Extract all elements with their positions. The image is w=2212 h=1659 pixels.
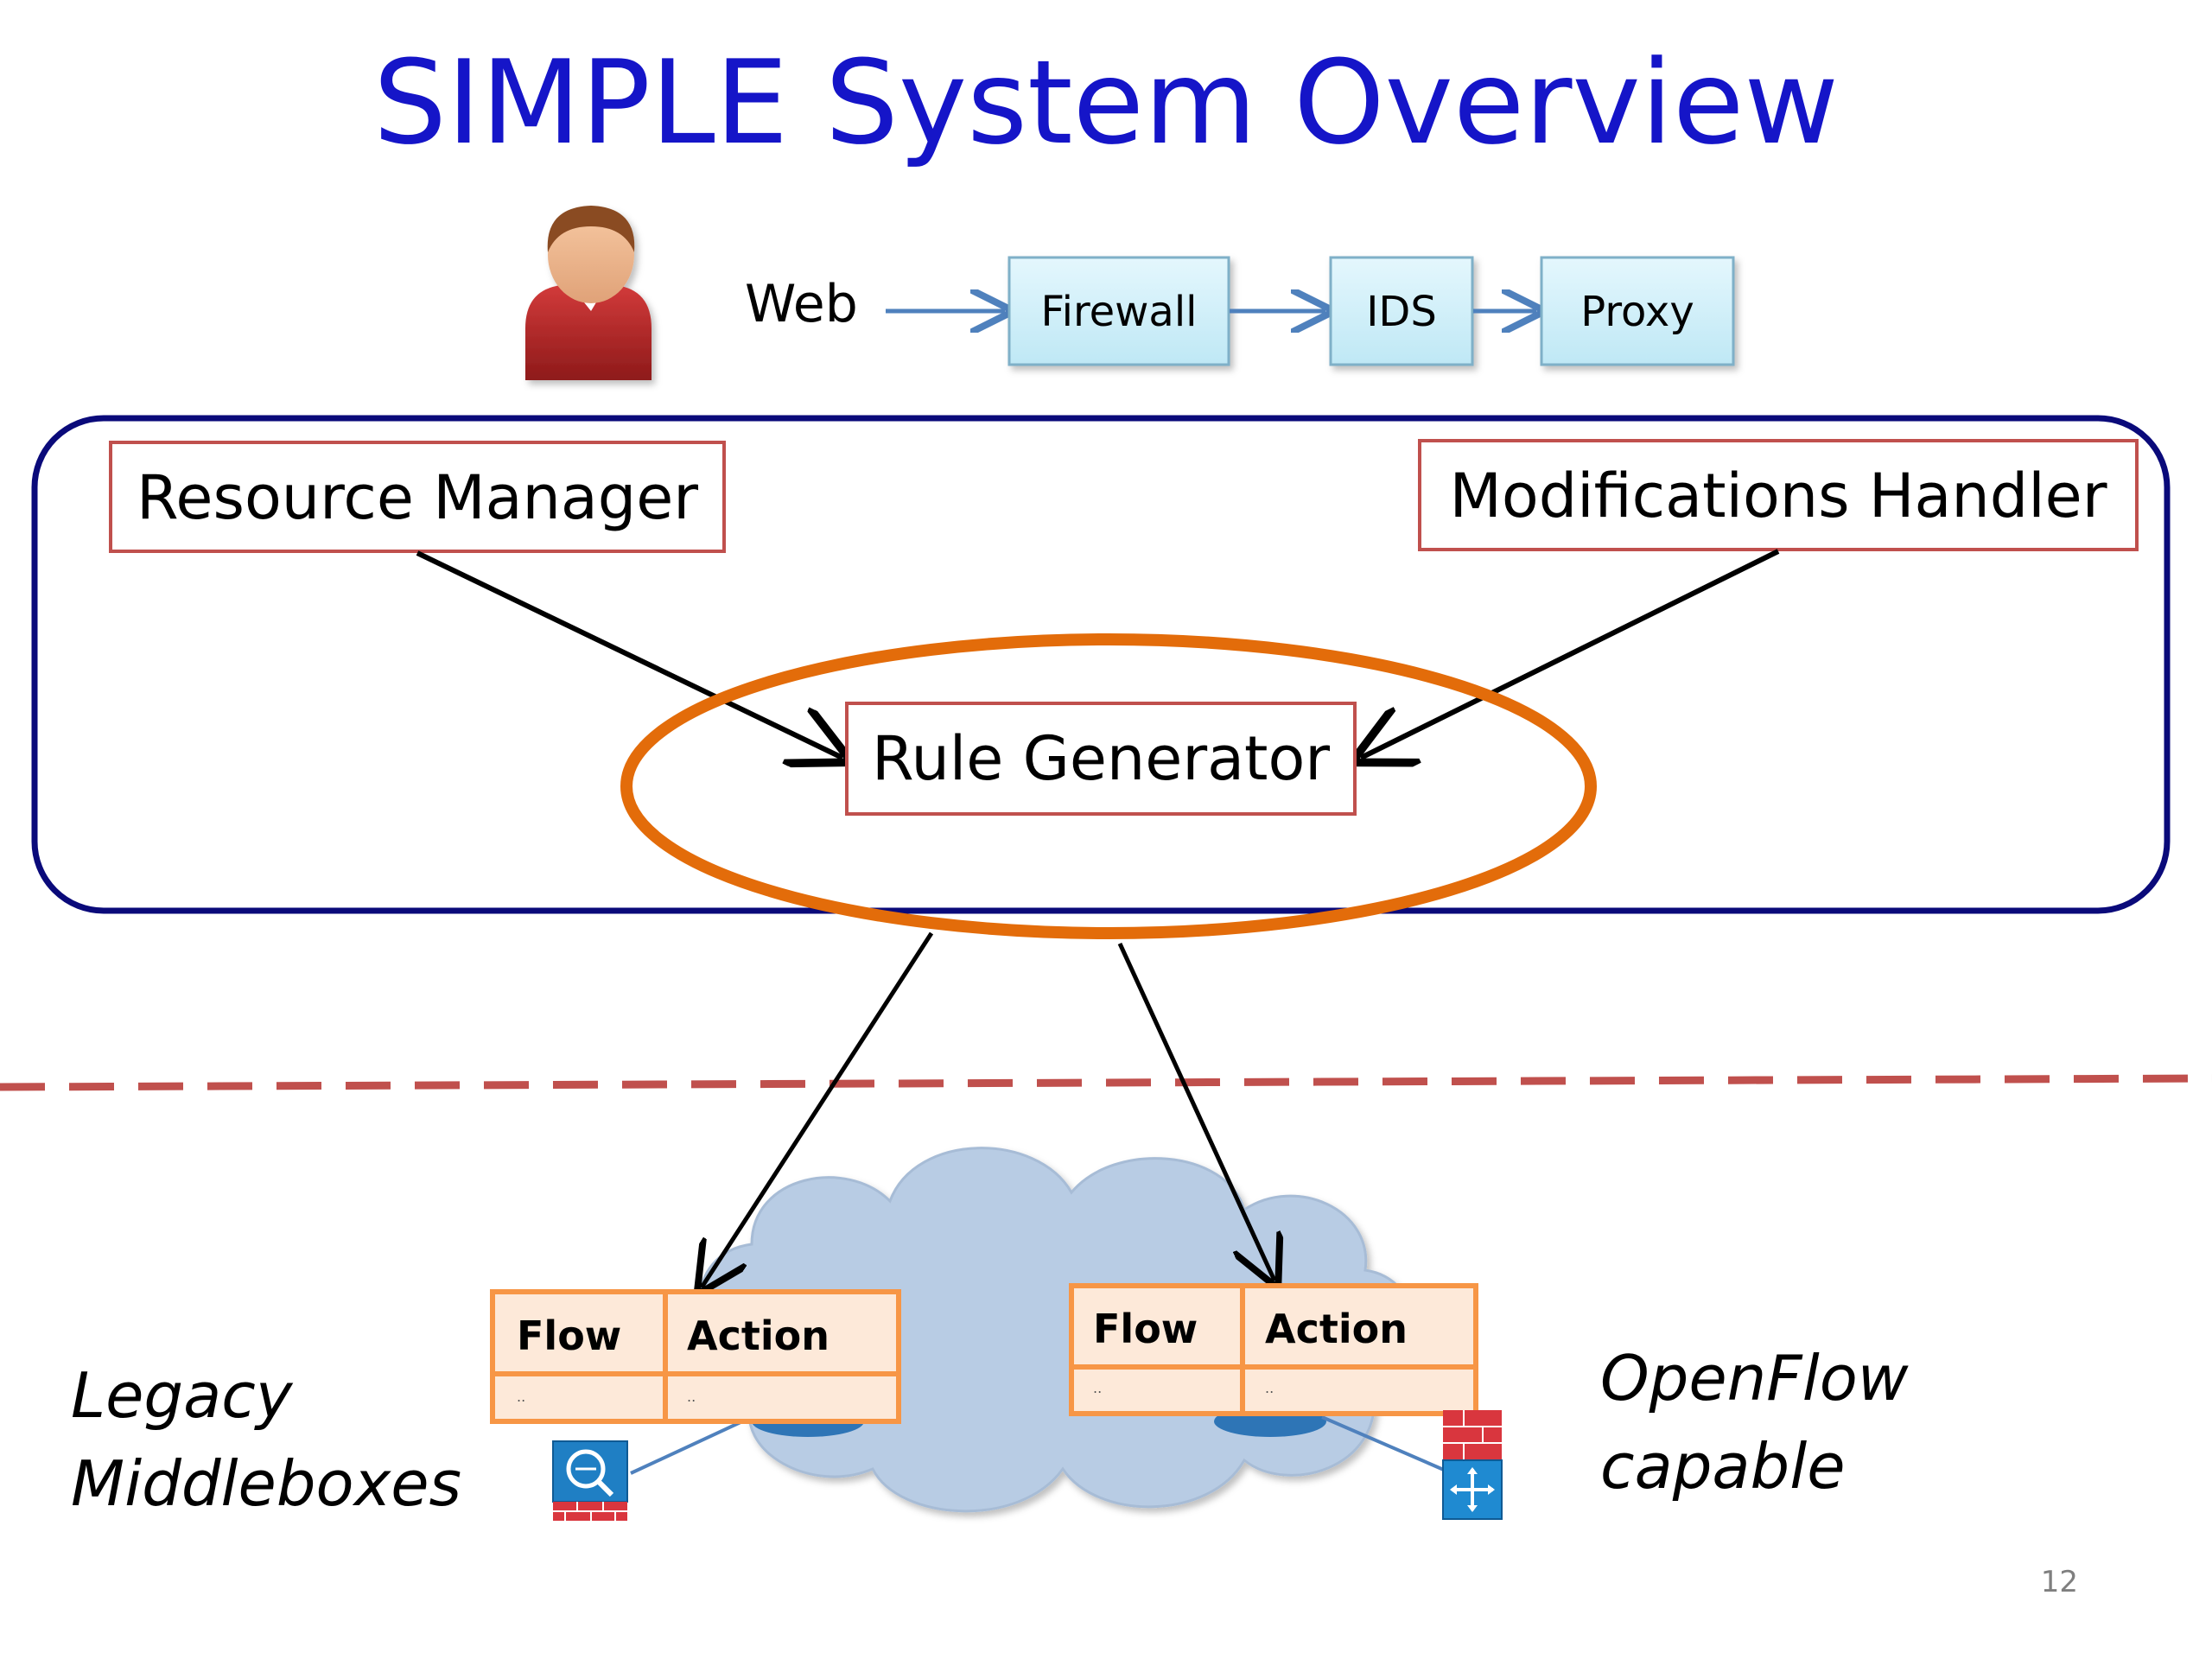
openflow-table-flow-cell: .. [1093, 1380, 1102, 1396]
rule-generator-label: Rule Generator [872, 723, 1330, 794]
modifications-handler-to-rule-generator-arrow [1361, 549, 1780, 758]
openflow-switch-link [1321, 1415, 1452, 1475]
openflow-table-action-cell: .. [1265, 1380, 1274, 1396]
legacy-table-action-cell: .. [687, 1389, 696, 1405]
control-data-plane-divider [0, 1074, 2212, 1091]
firewall-label: Firewall [1040, 288, 1197, 336]
legacy-table-flow-cell: .. [517, 1389, 525, 1405]
resource-manager-module: Resource Manager [109, 441, 726, 553]
ids-node: IDS [1329, 256, 1474, 366]
ids-label: IDS [1366, 288, 1437, 336]
middlebox-firewall-icon [552, 1440, 628, 1521]
legacy-middleboxes-label-line2: Middleboxes [71, 1447, 461, 1520]
rule-generator-to-openflow-table-arrow [1117, 942, 1274, 1281]
resource-manager-to-rule-generator-arrow [416, 550, 842, 758]
rule-generator-to-legacy-table-arrow [702, 931, 934, 1287]
user-icon [525, 206, 652, 380]
legacy-table-flow-header: Flow [517, 1313, 621, 1359]
legacy-flow-table: Flow Action .. .. [490, 1289, 901, 1424]
openflow-table-flow-header: Flow [1093, 1306, 1198, 1352]
modifications-handler-label: Modifications Handler [1449, 461, 2107, 531]
legacy-middlebox-link [630, 1415, 753, 1475]
legacy-middleboxes-label-line1: Legacy [71, 1359, 294, 1432]
openflow-capable-label-line1: OpenFlow [1600, 1342, 1909, 1414]
page-number: 12 [2041, 1565, 2078, 1599]
firewall-node: Firewall [1007, 256, 1230, 366]
proxy-node: Proxy [1540, 256, 1735, 366]
rule-generator-module: Rule Generator [845, 702, 1357, 816]
web-traffic-label: Web [745, 274, 858, 334]
controller-container [31, 415, 2171, 914]
openflow-switch-icon [1442, 1410, 1503, 1520]
legacy-table-action-header: Action [687, 1313, 830, 1359]
openflow-table-action-header: Action [1265, 1306, 1408, 1352]
proxy-label: Proxy [1580, 288, 1694, 336]
openflow-capable-label-line2: capable [1600, 1430, 1846, 1503]
rule-generator-highlight [620, 633, 1597, 939]
modifications-handler-module: Modifications Handler [1418, 439, 2139, 551]
slide-title: SIMPLE System Overview [373, 35, 1839, 170]
openflow-flow-table: Flow Action .. .. [1069, 1283, 1478, 1416]
resource-manager-label: Resource Manager [137, 462, 698, 533]
